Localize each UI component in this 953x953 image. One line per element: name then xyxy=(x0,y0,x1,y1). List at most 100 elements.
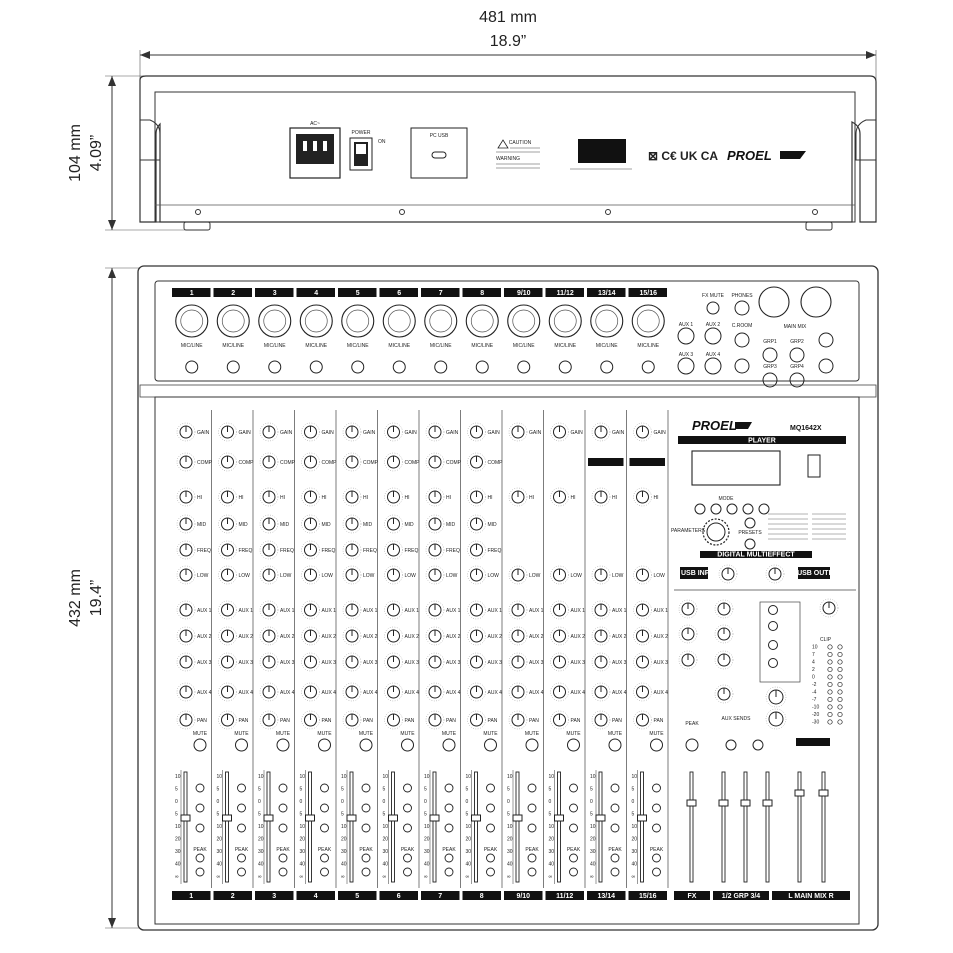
routing-button[interactable] xyxy=(652,823,661,833)
aux-output-jack[interactable] xyxy=(704,357,722,375)
routing-button[interactable] xyxy=(195,783,205,793)
routing-button[interactable] xyxy=(195,803,205,813)
master-fader-cap[interactable] xyxy=(794,789,805,797)
channel-fader-cap[interactable] xyxy=(512,814,523,822)
mute-button[interactable] xyxy=(235,738,248,752)
player-transport-button[interactable] xyxy=(726,503,738,515)
insert-jack[interactable] xyxy=(558,360,572,374)
routing-button[interactable] xyxy=(610,823,620,833)
insert-jack[interactable] xyxy=(226,360,240,374)
mute-button[interactable] xyxy=(484,738,497,752)
fx-mute-master-button[interactable] xyxy=(685,738,699,752)
grp2-jack[interactable] xyxy=(789,347,805,363)
routing-button[interactable] xyxy=(278,803,288,813)
routing-button[interactable] xyxy=(527,783,537,793)
grp1-jack[interactable] xyxy=(762,347,778,363)
routing-button[interactable] xyxy=(361,803,371,813)
routing-button[interactable] xyxy=(237,853,246,863)
xlr-combo-jack[interactable] xyxy=(507,304,541,338)
routing-button[interactable] xyxy=(320,783,329,793)
channel-fader-cap[interactable] xyxy=(471,814,481,822)
routing-button[interactable] xyxy=(237,803,246,813)
grp34-to-main-button[interactable] xyxy=(752,739,764,751)
mute-button[interactable] xyxy=(193,738,207,752)
usb-stick-slot[interactable] xyxy=(807,454,821,478)
routing-button[interactable] xyxy=(569,867,578,877)
insert-jack[interactable] xyxy=(392,360,406,374)
mute-button[interactable] xyxy=(276,738,290,752)
xlr-combo-jack[interactable] xyxy=(465,304,499,338)
insert-jack[interactable] xyxy=(351,360,365,374)
channel-fader-cap[interactable] xyxy=(595,814,606,822)
routing-button[interactable] xyxy=(527,853,537,863)
routing-button[interactable] xyxy=(237,867,246,877)
player-transport-button[interactable] xyxy=(710,503,722,515)
xlr-combo-jack[interactable] xyxy=(341,304,375,338)
xlr-combo-jack[interactable] xyxy=(258,304,292,338)
insert-jack[interactable] xyxy=(309,360,323,374)
channel-fader-cap[interactable] xyxy=(346,814,357,822)
channel-fader-cap[interactable] xyxy=(263,814,274,822)
routing-button[interactable] xyxy=(652,783,661,793)
mute-button[interactable] xyxy=(650,738,663,752)
routing-button[interactable] xyxy=(569,823,578,833)
routing-button[interactable] xyxy=(361,823,371,833)
routing-button[interactable] xyxy=(320,853,329,863)
mute-button[interactable] xyxy=(567,738,580,752)
aux-output-jack[interactable] xyxy=(704,327,722,345)
mute-button[interactable] xyxy=(442,738,456,752)
routing-button[interactable] xyxy=(652,803,661,813)
routing-button[interactable] xyxy=(195,867,205,877)
power-switch[interactable] xyxy=(349,137,373,171)
routing-button[interactable] xyxy=(527,823,537,833)
fx-mute-button[interactable] xyxy=(706,301,720,315)
routing-button[interactable] xyxy=(652,867,661,877)
insert-jack[interactable] xyxy=(268,360,282,374)
routing-button[interactable] xyxy=(278,823,288,833)
routing-button[interactable] xyxy=(403,803,412,813)
main-insert-jack-right[interactable] xyxy=(818,358,834,374)
routing-button[interactable] xyxy=(237,783,246,793)
xlr-combo-jack[interactable] xyxy=(216,304,250,338)
master-assign-button[interactable] xyxy=(768,605,778,615)
routing-button[interactable] xyxy=(320,803,329,813)
routing-button[interactable] xyxy=(444,803,454,813)
routing-button[interactable] xyxy=(195,853,205,863)
master-fader-cap[interactable] xyxy=(740,799,751,807)
insert-jack[interactable] xyxy=(475,360,489,374)
routing-button[interactable] xyxy=(569,783,578,793)
master-assign-button[interactable] xyxy=(768,640,778,650)
aux-output-jack[interactable] xyxy=(677,357,695,375)
xlr-combo-jack[interactable] xyxy=(424,304,458,338)
xlr-combo-jack[interactable] xyxy=(382,304,416,338)
mute-button[interactable] xyxy=(318,738,331,752)
routing-button[interactable] xyxy=(278,783,288,793)
routing-button[interactable] xyxy=(403,867,412,877)
player-transport-button[interactable] xyxy=(694,503,706,515)
routing-button[interactable] xyxy=(610,783,620,793)
player-transport-button[interactable] xyxy=(742,503,754,515)
xlr-combo-jack[interactable] xyxy=(175,304,209,338)
routing-button[interactable] xyxy=(569,803,578,813)
grp12-to-main-button[interactable] xyxy=(725,739,737,751)
routing-button[interactable] xyxy=(527,803,537,813)
master-fader-cap[interactable] xyxy=(762,799,773,807)
mute-button[interactable] xyxy=(359,738,373,752)
routing-button[interactable] xyxy=(361,867,371,877)
c-room-jack-right[interactable] xyxy=(734,358,750,374)
routing-button[interactable] xyxy=(486,823,495,833)
routing-button[interactable] xyxy=(486,803,495,813)
c-room-jack[interactable] xyxy=(734,332,750,348)
channel-fader-cap[interactable] xyxy=(222,814,232,822)
routing-button[interactable] xyxy=(486,783,495,793)
routing-button[interactable] xyxy=(361,853,371,863)
xlr-combo-jack[interactable] xyxy=(590,304,624,338)
main-insert-jack-left[interactable] xyxy=(818,332,834,348)
channel-fader-cap[interactable] xyxy=(637,814,647,822)
master-assign-button[interactable] xyxy=(768,658,778,668)
routing-button[interactable] xyxy=(320,867,329,877)
mute-button[interactable] xyxy=(401,738,414,752)
channel-fader-cap[interactable] xyxy=(554,814,564,822)
routing-button[interactable] xyxy=(403,823,412,833)
master-fader-cap[interactable] xyxy=(718,799,729,807)
